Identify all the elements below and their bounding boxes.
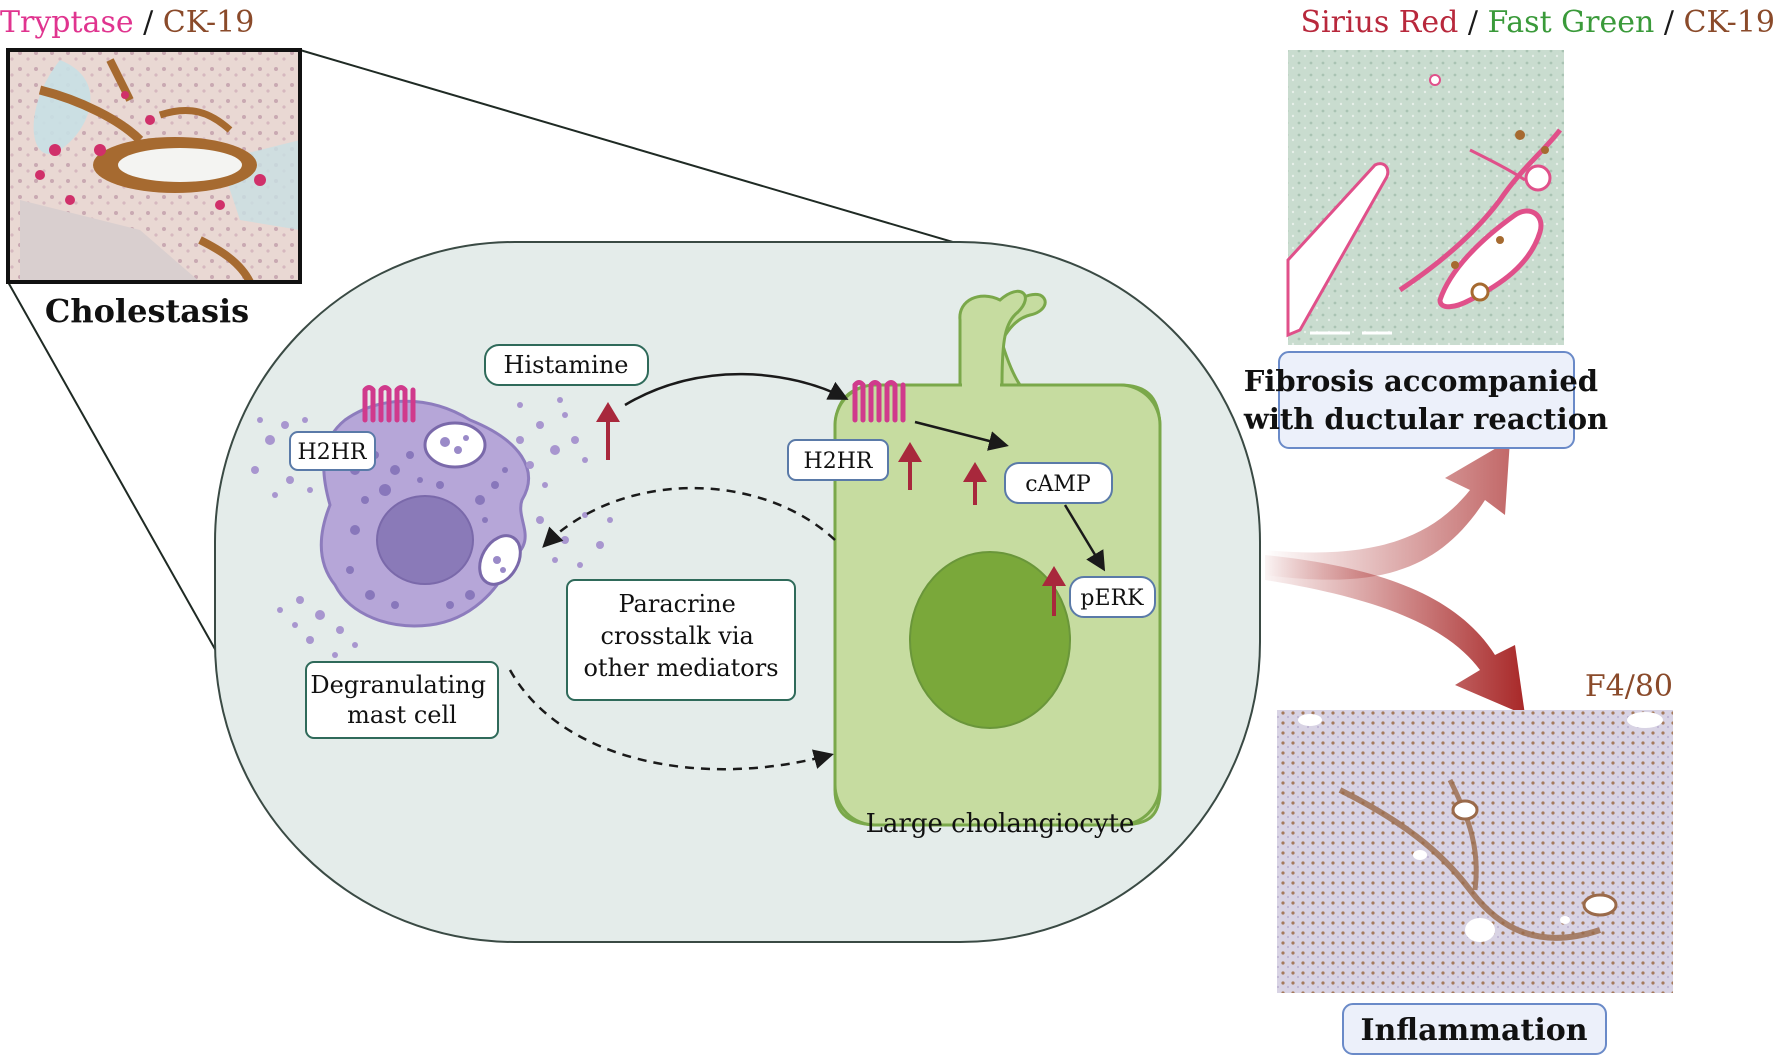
inflammation-label: Inflammation [1360,1013,1587,1048]
fast-green-label: Fast Green [1488,5,1655,40]
camp-up-arrow [963,462,987,505]
sirius-red-label: Sirius Red [1300,5,1458,40]
chol-to-mast-dashed-arrow [542,486,836,548]
perk-up-arrow [1042,566,1066,616]
separator: / [134,5,163,40]
paracrine-box: Paracrine crosstalk via other mediators [566,579,796,701]
fibrosis-line-1: Fibrosis accompanied [1244,364,1598,398]
paracrine-line-3: other mediators [583,654,778,682]
degranulating-text: Degranulating mast cell [310,671,493,729]
zoom-line-top [299,49,981,251]
camp-to-perk-arrow [1063,504,1106,572]
large-cholangiocyte-label: Large cholangiocyte [866,809,1135,839]
ck19-label-right: CK-19 [1684,5,1776,40]
histamine-box: Histamine [484,344,649,386]
cholestasis-micrograph [6,48,302,284]
header-right: Sirius Red / Fast Green / CK-19 [1300,5,1775,40]
histamine-to-receptor-arrow [624,372,849,407]
paracrine-line-2: crosstalk via [601,622,754,650]
f480-label: F4/80 [1585,669,1673,704]
h2hr-chol-box: H2HR [787,439,889,481]
perk-label: pERK [1080,586,1144,611]
h2hr-mast-box: H2HR [289,431,376,471]
h2hr-up-arrow [898,442,922,490]
cholangiocyte-receptor [852,380,906,423]
mast-cell [319,399,530,628]
paracrine-text: Paracrine crosstalk via other mediators [583,590,778,682]
cholestasis-label: Cholestasis [45,292,249,330]
separator-1: / [1458,5,1487,40]
h2hr-chol-label: H2HR [804,449,874,474]
degranulating-line-2: mast cell [347,701,457,729]
tryptase-label: Tryptase [0,5,134,40]
inflammation-micrograph [1277,710,1673,993]
fibrosis-micrograph [1286,50,1564,345]
receptor-to-camp-arrow [914,420,1009,451]
perk-box: pERK [1069,576,1156,618]
granule-cloud [251,397,613,658]
flow-arrow-down [1265,555,1525,715]
mast-cell-receptor [362,385,416,423]
ck19-label-left: CK-19 [163,5,255,40]
camp-box: cAMP [1004,462,1113,504]
fibrosis-box: Fibrosis accompanied with ductular react… [1243,351,1608,449]
fibrosis-line-2: with ductular reaction [1243,402,1608,436]
degranulating-box: Degranulating mast cell [305,661,499,739]
degranulating-line-1: Degranulating [310,671,486,699]
mast-to-chol-dashed-arrow [508,669,834,771]
inflammation-box: Inflammation [1342,1003,1607,1055]
h2hr-mast-label: H2HR [298,440,368,465]
fibrosis-text: Fibrosis accompanied with ductular react… [1243,364,1608,436]
camp-label: cAMP [1025,472,1091,497]
header-left: Tryptase / CK-19 [0,5,254,40]
histamine-label: Histamine [504,351,629,379]
flow-arrow-up [1265,440,1510,580]
paracrine-line-1: Paracrine [618,590,735,618]
histamine-up-arrow [596,402,620,460]
separator-2: / [1654,5,1683,40]
